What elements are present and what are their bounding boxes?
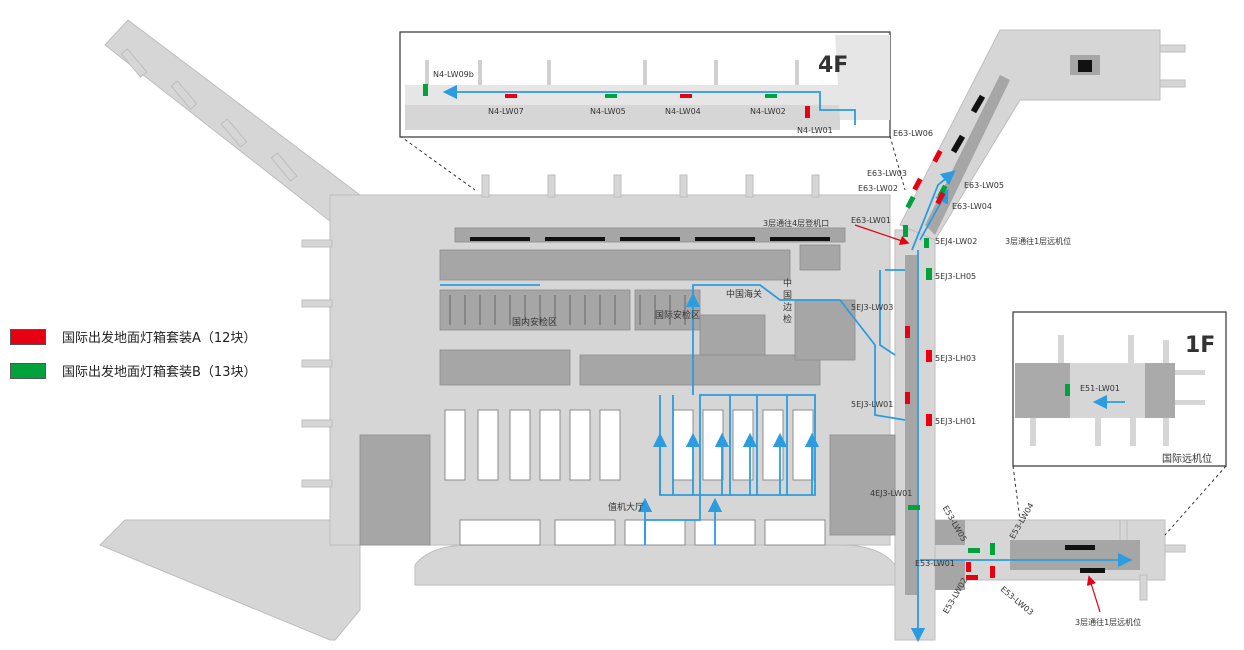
marker-bar: [932, 149, 943, 163]
marker-label: N4-LW05: [590, 107, 626, 116]
marker-bar: [765, 94, 777, 98]
marker-label: 5EJ3-LW03: [851, 303, 893, 312]
marker-bar: [905, 195, 916, 209]
marker-bar: [966, 562, 971, 572]
route-paths: [440, 170, 1133, 643]
checkin-hall-label: 值机大厅: [608, 501, 644, 513]
marker-label: N4-LW01: [797, 126, 833, 135]
marker-label: N4-LW02: [750, 107, 786, 116]
marker-label: N4-LW04: [665, 107, 701, 116]
marker-label: 5EJ3-LH01: [935, 417, 976, 426]
marker-label: N4-LW09b: [433, 70, 474, 79]
marker-bar: [912, 177, 923, 191]
marker-label: 4EJ3-LW01: [870, 489, 912, 498]
black-fixtures: [470, 60, 1105, 573]
legend-item-b: 国际出发地面灯箱套装B（13块）: [10, 361, 256, 380]
marker-label: 5EJ4-LW02: [935, 237, 977, 246]
marker-label: 5EJ3-LW01: [851, 400, 893, 409]
marker-bar: [966, 575, 978, 580]
marker-bar: [926, 350, 932, 362]
marker-bar: [805, 106, 810, 118]
marker-bar: [903, 225, 908, 237]
note-to-4f-gate: 3层通往4层登机口: [763, 218, 829, 228]
marker-bar: [908, 505, 920, 510]
marker-bar: [1065, 384, 1070, 396]
marker-label: E51-LW01: [1080, 384, 1120, 393]
security-lanes: [449, 295, 686, 325]
marker-label: E63-LW06: [893, 129, 933, 138]
area-labels: 国内安检区 国际安检区 中国海关 中 国 边 检 值机大厅: [512, 277, 792, 513]
marker-bar: [935, 191, 946, 205]
legend-label-b: 国际出发地面灯箱套装B（13块）: [62, 365, 257, 380]
marker-bar: [680, 94, 692, 98]
customs-label: 中国海关: [726, 288, 762, 300]
border-label-2: 国: [783, 290, 792, 301]
note-to-1f-remote-b: 3层通往1层远机位: [1075, 617, 1141, 627]
marker-bar: [905, 392, 910, 404]
domestic-security-label: 国内安检区: [512, 316, 557, 328]
legend-swatch-a: [10, 328, 46, 345]
marker-label: 5EJ3-LH05: [935, 272, 976, 281]
marker-label: E63-LW05: [964, 181, 1004, 190]
border-label-3: 边: [783, 302, 792, 313]
marker-label: E53-LW03: [999, 585, 1035, 618]
marker-label: E53-LW01: [915, 559, 955, 568]
marker-bar: [605, 94, 617, 98]
marker-bar: [924, 238, 929, 248]
marker-bar: [926, 268, 932, 280]
marker-bar: [990, 543, 995, 555]
marker-bar: [968, 548, 980, 553]
interior-blocks: [359, 227, 896, 546]
marker-label: E63-LW04: [952, 202, 992, 211]
inset-4f-floor-label: 4F: [818, 53, 848, 78]
border-label-4: 检: [783, 313, 792, 325]
marker-label: E63-LW02: [858, 184, 898, 193]
intl-security-label: 国际安检区: [655, 309, 700, 321]
marker-label: N4-LW07: [488, 107, 524, 116]
marker-bar: [926, 414, 932, 426]
legend-label-a: 国际出发地面灯箱套装A（12块）: [62, 331, 257, 346]
gate-stubs: [120, 44, 1186, 601]
marker-bar: [423, 84, 428, 96]
inset-4f: 4F: [399, 31, 906, 191]
marker-label: 5EJ3-LH03: [935, 354, 976, 363]
marker-bar: [505, 94, 517, 98]
note-to-1f-remote-a: 3层通往1层远机位: [1005, 236, 1071, 246]
marker-bar: [990, 566, 995, 578]
marker-label: E63-LW01: [851, 216, 891, 225]
marker-bar: [905, 326, 910, 338]
pointer-notes: 3层通往4层登机口 3层通往1层远机位 3层通往1层远机位: [763, 218, 1141, 627]
legend-item-a: 国际出发地面灯箱套装A（12块）: [10, 327, 256, 346]
border-label-1: 中: [783, 277, 792, 289]
checkin-islands: [444, 409, 826, 546]
inset-1f-caption: 国际远机位: [1162, 452, 1212, 465]
marker-label: E63-LW03: [867, 169, 907, 178]
legend-swatch-b: [10, 362, 46, 379]
inset-1f-floor-label: 1F: [1185, 333, 1215, 358]
inset-1f: 1F 国际远机位: [1012, 311, 1227, 536]
